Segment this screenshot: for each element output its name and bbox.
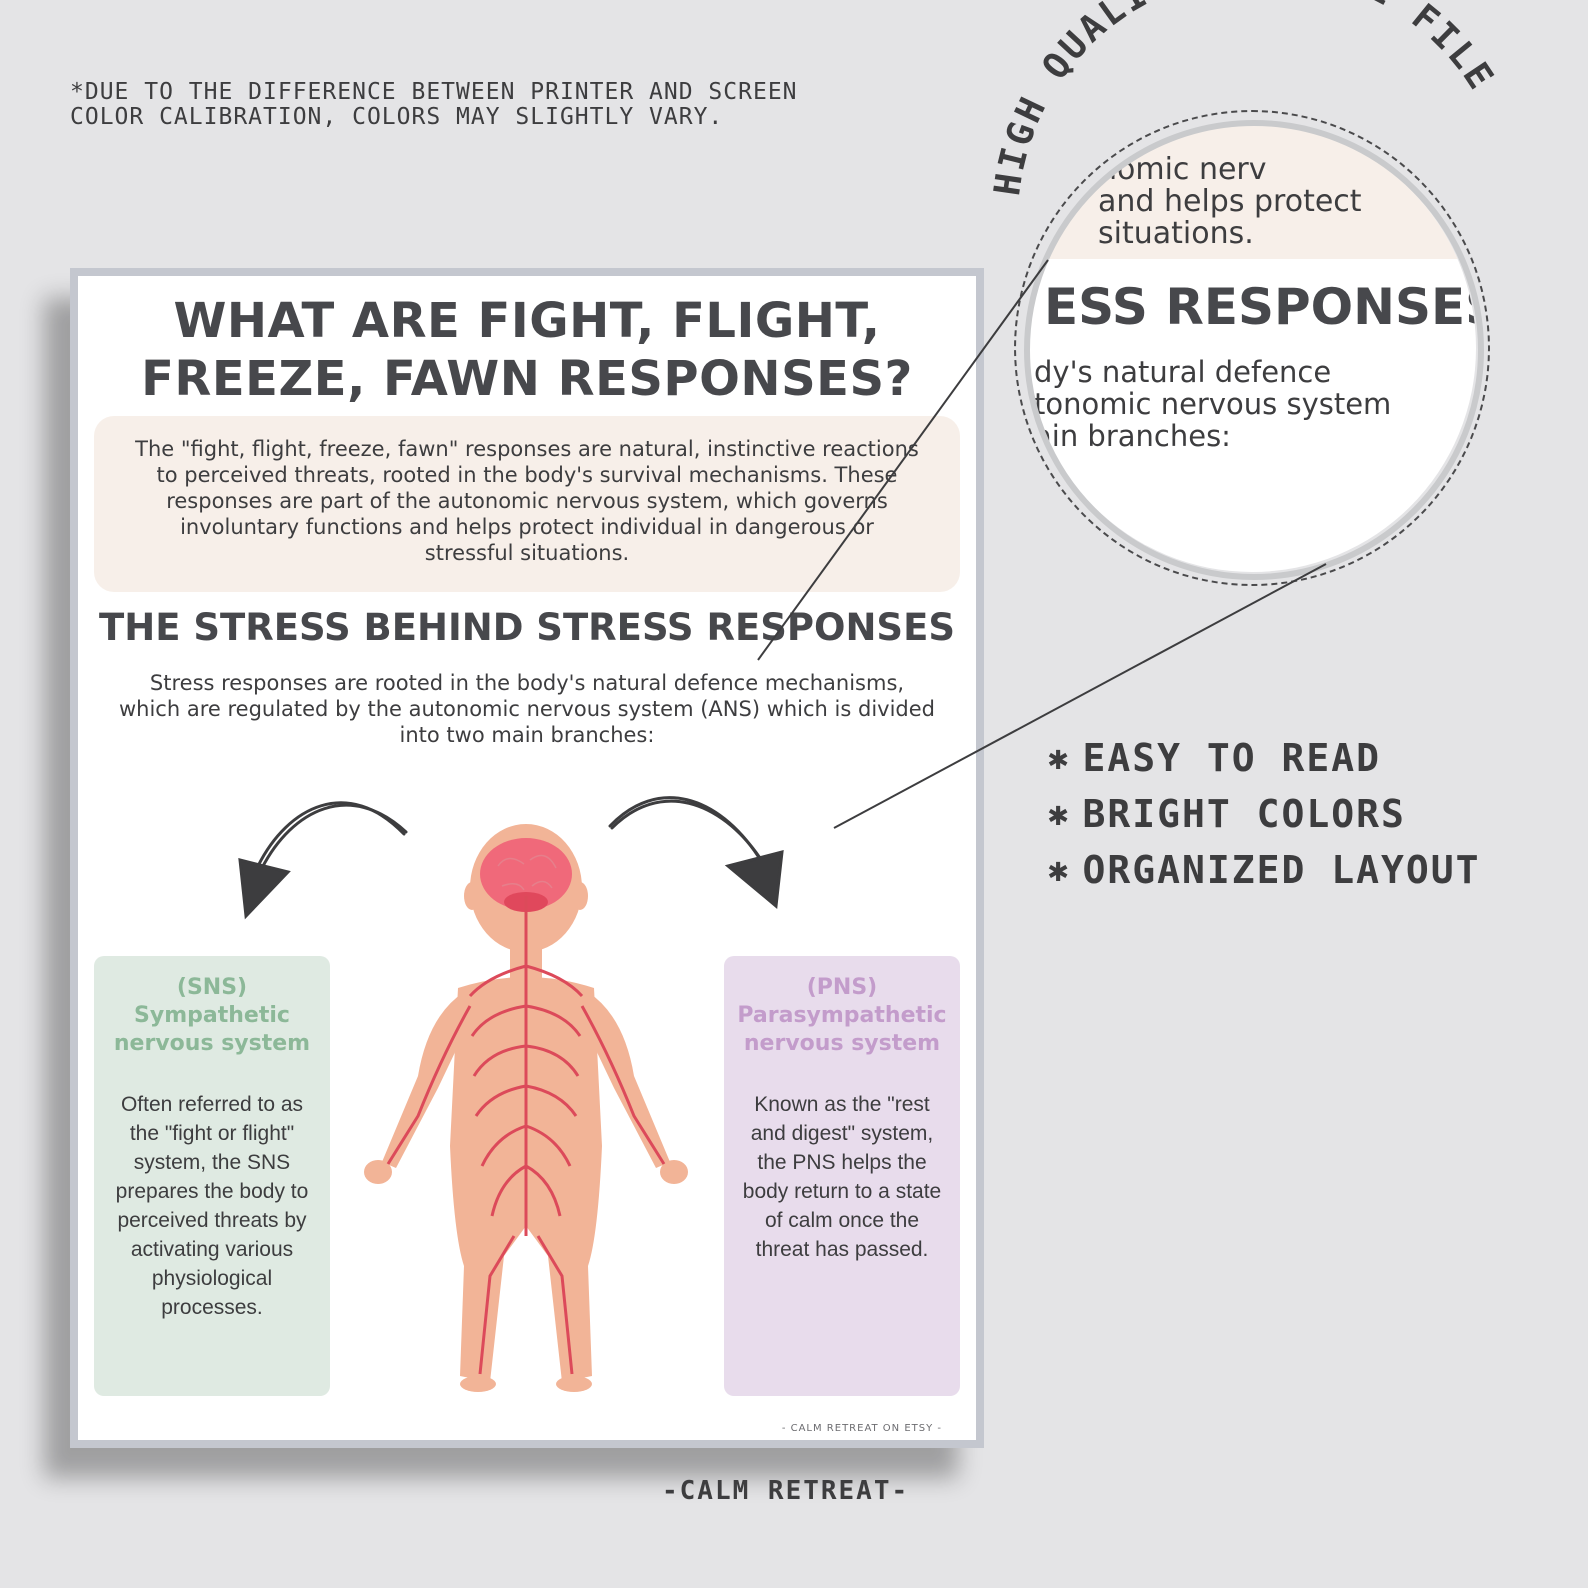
poster-footer: - CALM RETREAT ON ETSY - (781, 1423, 942, 1434)
poster-preview: WHAT ARE FIGHT, FLIGHT, FREEZE, FAWN RES… (70, 268, 984, 1448)
disclaimer-line-2: COLOR CALIBRATION, COLORS MAY SLIGHTLY V… (70, 104, 724, 130)
left-arrow-icon (238, 801, 408, 920)
sns-heading: (SNS) Sympathetic nervous system (94, 974, 330, 1058)
asterisk-icon: ✱ (1048, 794, 1071, 834)
zoom-dashed-outline (1014, 110, 1490, 586)
poster-illustrations (238, 796, 784, 1392)
sns-description: Often referred to as the "fight or fligh… (115, 1093, 309, 1319)
sns-card: (SNS) Sympathetic nervous system Often r… (94, 956, 330, 1396)
section-text: Stress responses are rooted in the body'… (118, 671, 936, 747)
feature-label: EASY TO READ (1082, 736, 1382, 780)
sns-name-line-1: Sympathetic (134, 1003, 290, 1028)
disclaimer-line-1: *DUE TO THE DIFFERENCE BETWEEN PRINTER A… (70, 79, 798, 105)
brand-name: -CALM RETREAT- (662, 1476, 910, 1506)
pns-name-line-1: Parasympathetic (737, 1003, 947, 1028)
feature-item: ✱ ORGANIZED LAYOUT (1048, 842, 1481, 898)
nervous-system-figure (364, 824, 688, 1392)
feature-item: ✱ EASY TO READ (1048, 730, 1481, 786)
pns-heading: (PNS) Parasympathetic nervous system (724, 974, 960, 1058)
pns-card: (PNS) Parasympathetic nervous system Kno… (724, 956, 960, 1396)
feature-label: BRIGHT COLORS (1082, 792, 1406, 836)
feature-label: ORGANIZED LAYOUT (1082, 848, 1481, 892)
asterisk-icon: ✱ (1048, 850, 1071, 890)
pns-abbr: (PNS) (806, 975, 878, 1000)
zoom-magnifier: nomic nerv and helps protect situations.… (1014, 110, 1490, 586)
pns-name-line-2: nervous system (743, 1031, 941, 1056)
sns-abbr: (SNS) (176, 975, 248, 1000)
pns-description: Known as the "rest and digest" system, t… (742, 1093, 942, 1261)
feature-item: ✱ BRIGHT COLORS (1048, 786, 1481, 842)
disclaimer-text: *DUE TO THE DIFFERENCE BETWEEN PRINTER A… (70, 80, 930, 130)
right-arrow-icon (608, 796, 784, 909)
asterisk-icon: ✱ (1048, 738, 1071, 778)
feature-list: ✱ EASY TO READ ✱ BRIGHT COLORS ✱ ORGANIZ… (1048, 730, 1481, 898)
sns-name-line-2: nervous system (113, 1031, 311, 1056)
